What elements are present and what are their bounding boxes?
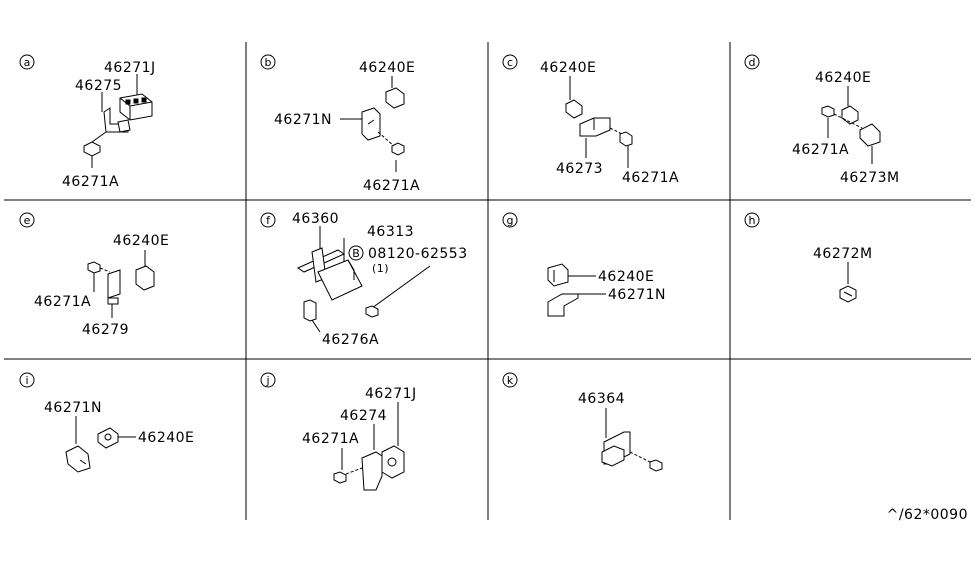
part-label: 08120-62553 (368, 246, 468, 262)
panel-tag: f (266, 214, 271, 227)
part-label: 46279 (82, 322, 129, 338)
bracket-part (65, 445, 91, 473)
part-label: 46271A (792, 142, 849, 158)
part-label: 46271A (302, 431, 359, 447)
part-label: 46240E (359, 60, 415, 76)
part-label: 46271A (363, 178, 420, 194)
grid-lines (4, 42, 971, 520)
stud-part (303, 299, 317, 322)
bolt-part (649, 459, 663, 472)
panel-c: c 46240E 46273 46271A (502, 54, 679, 186)
part-label: 46271J (104, 60, 156, 76)
diagram-code: ^/62*0090 (887, 507, 968, 523)
clip-part (381, 445, 405, 479)
part-label: 46313 (367, 224, 414, 240)
bracket-part (579, 117, 611, 137)
panel-tag: g (507, 214, 514, 227)
part-label: 46271N (608, 287, 666, 303)
clip-part (385, 87, 405, 109)
panel-h: h 46272M (744, 212, 873, 303)
bolt-part (83, 131, 107, 157)
part-label: 46275 (75, 78, 122, 94)
part-label: 46271A (62, 174, 119, 190)
part-label: 46240E (540, 60, 596, 76)
part-label: 46240E (598, 269, 654, 285)
clip-part (97, 427, 119, 449)
bracket-part (361, 107, 381, 141)
panel-g: g 46240E 46271N (502, 212, 666, 317)
panel-tag: j (265, 374, 269, 387)
part-label: 46271A (34, 294, 91, 310)
bolt-part (87, 261, 101, 274)
part-label: 46360 (292, 211, 339, 227)
part-label: 46273M (840, 170, 900, 186)
panel-tag: e (24, 214, 31, 227)
panel-tag: i (25, 374, 28, 387)
housing-part (317, 259, 363, 301)
bracket-part (859, 123, 881, 147)
panel-f: f 46360 46313 B 08120-62553 (1) 46276A (260, 211, 468, 348)
panel-e: e 46240E 46271A 46279 (19, 212, 169, 338)
panel-tag: a (24, 56, 31, 69)
part-label: 46271J (365, 386, 417, 402)
panel-d: d 46240E 46271A 46273M (744, 54, 900, 186)
clip-part (135, 265, 155, 291)
bolt-part (619, 131, 633, 147)
panel-tag: d (749, 56, 756, 69)
bolt-marker: B (352, 247, 360, 260)
bracket-part (601, 431, 631, 467)
clip-part (839, 285, 857, 303)
part-label: 46240E (138, 430, 194, 446)
part-label: 46271N (44, 400, 102, 416)
part-label: 46271A (622, 170, 679, 186)
panel-k: k 46364 (502, 372, 663, 472)
bolt-part (821, 105, 835, 118)
panel-tag: h (749, 214, 756, 227)
clip-part (565, 99, 583, 119)
part-quantity: (1) (372, 262, 389, 275)
panel-b: b 46240E 46271N 46271A (260, 54, 420, 194)
bolt-part (365, 305, 379, 318)
bolt-part (391, 142, 405, 156)
panel-j: j 46271J 46274 46271A (260, 372, 417, 491)
part-label: 46364 (578, 391, 625, 407)
part-label: 46271N (274, 112, 332, 128)
bracket-part (547, 293, 579, 317)
panel-a: a 46271J 46275 46271A (19, 54, 156, 190)
clip-part (841, 105, 859, 125)
bracket-part (107, 269, 121, 305)
panel-tag: k (507, 374, 514, 387)
part-label: 46276A (322, 332, 379, 348)
bolt-part (333, 471, 347, 484)
part-label: 46273 (556, 161, 603, 177)
bracket-part (361, 451, 383, 491)
part-label: 46240E (113, 233, 169, 249)
clip-part (547, 263, 569, 287)
panel-i: i 46271N 46240E (19, 372, 194, 473)
panel-tag: c (507, 56, 513, 69)
clamp-part (119, 93, 153, 121)
part-label: 46274 (340, 408, 387, 424)
part-label: 46272M (813, 246, 873, 262)
part-label: 46240E (815, 70, 871, 86)
panel-tag: b (265, 56, 272, 69)
